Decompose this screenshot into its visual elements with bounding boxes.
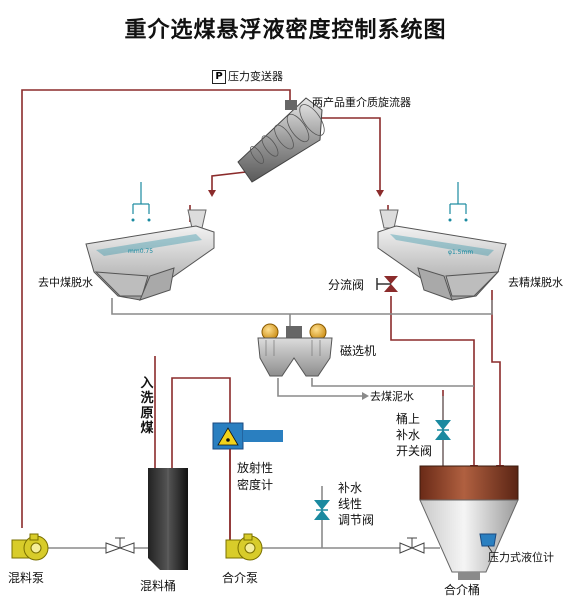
cyclone-label: 两产品重介质旋流器 (312, 96, 411, 109)
magnetic-separator-label: 磁选机 (340, 344, 377, 358)
tail-water-label: 去煤泥水 (370, 390, 414, 403)
tank-top-valve-label-line1: 桶上 (396, 412, 421, 426)
left-dewatering-screen: mm0.75 (85, 182, 215, 301)
magnetic-separator (257, 323, 333, 377)
left-screen-label: 去中煤脱水 (38, 276, 93, 289)
diagram-title: 重介选煤悬浮液密度控制系统图 (124, 18, 447, 43)
level-gauge-label: 压力式液位计 (488, 551, 554, 564)
right-dewatering-screen: φ1.5mm (377, 182, 507, 301)
pressure-transmitter-label: 压力变送器 (228, 70, 283, 83)
bottom-valve-right-icon (399, 537, 425, 554)
pressure-level-gauge-icon (479, 533, 497, 553)
tank-top-valve-label-line2: 补水 (396, 428, 421, 442)
density-meter-label-line2: 密度计 (237, 478, 274, 492)
bottom-valve-left-icon (105, 537, 135, 554)
mixing-tank (148, 468, 188, 570)
density-meter-label-line1: 放射性 (237, 461, 274, 475)
right-screen-label: 去精煤脱水 (508, 276, 563, 289)
medium-tank-label: 合介桶 (444, 583, 481, 597)
medium-pump-icon (225, 533, 263, 561)
diverter-valve-label: 分流阀 (328, 278, 365, 292)
makeup-valve-label-line3: 调节阀 (338, 513, 375, 527)
mixing-pump-label: 混料泵 (8, 571, 45, 585)
makeup-valve-label-line2: 线性 (338, 497, 363, 511)
tank-top-valve-label-line3: 开关阀 (396, 444, 433, 458)
makeup-linear-valve-icon (314, 500, 330, 520)
radioactive-density-meter (212, 422, 283, 545)
makeup-valve-label-line1: 补水 (338, 481, 363, 495)
mixing-tank-label: 混料桶 (140, 579, 177, 593)
mixing-pump-icon (11, 533, 49, 561)
medium-pump-label: 合介泵 (222, 571, 259, 585)
raw-coal-input-label: 入洗原煤 (140, 376, 154, 436)
left-screen-spec: mm0.75 (128, 248, 153, 255)
right-screen-spec: φ1.5mm (448, 249, 473, 256)
diverter-valve-icon (376, 276, 398, 292)
medium-tank (419, 465, 519, 580)
dense-medium-cyclone (237, 97, 325, 183)
pressure-transmitter-icon: P (212, 70, 226, 84)
tank-top-switch-valve-icon (435, 420, 451, 440)
